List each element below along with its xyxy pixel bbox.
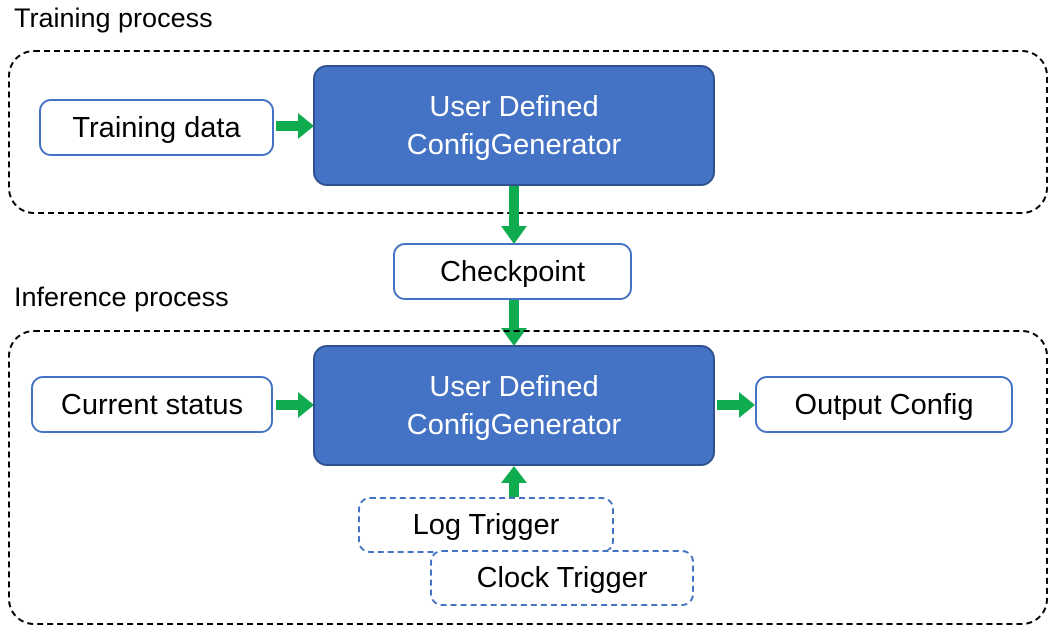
- arrow-checkpoint-to-generator: [500, 300, 528, 348]
- training-generator-line-1: User Defined: [429, 90, 599, 123]
- arrow-current-status-to-generator: [276, 391, 316, 419]
- inference-generator-line-1: User Defined: [429, 370, 599, 403]
- arrow-generator-to-output-config: [717, 391, 757, 419]
- inference-process-label: Inference process: [14, 282, 229, 312]
- arrow-training-data-to-generator: [276, 112, 316, 140]
- arrow-generator-to-checkpoint: [500, 186, 528, 246]
- clock-trigger-box[interactable]: Clock Trigger: [430, 550, 694, 606]
- training-generator-line-2: ConfigGenerator: [406, 128, 622, 161]
- training-process-label: Training process: [14, 3, 213, 33]
- checkpoint-box[interactable]: Checkpoint: [393, 243, 632, 300]
- inference-generator-line-2: ConfigGenerator: [406, 408, 622, 441]
- arrow-triggers-to-generator: [500, 466, 528, 508]
- training-data-box[interactable]: Training data: [39, 99, 274, 156]
- log-trigger-box[interactable]: Log Trigger: [358, 497, 614, 553]
- inference-process-group: [8, 330, 1048, 625]
- current-status-box[interactable]: Current status: [31, 376, 273, 433]
- training-process-group: [8, 50, 1048, 214]
- training-config-generator-box[interactable]: User Defined ConfigGenerator: [313, 65, 715, 186]
- inference-config-generator-box[interactable]: User Defined ConfigGenerator: [313, 345, 715, 466]
- output-config-box[interactable]: Output Config: [755, 376, 1013, 433]
